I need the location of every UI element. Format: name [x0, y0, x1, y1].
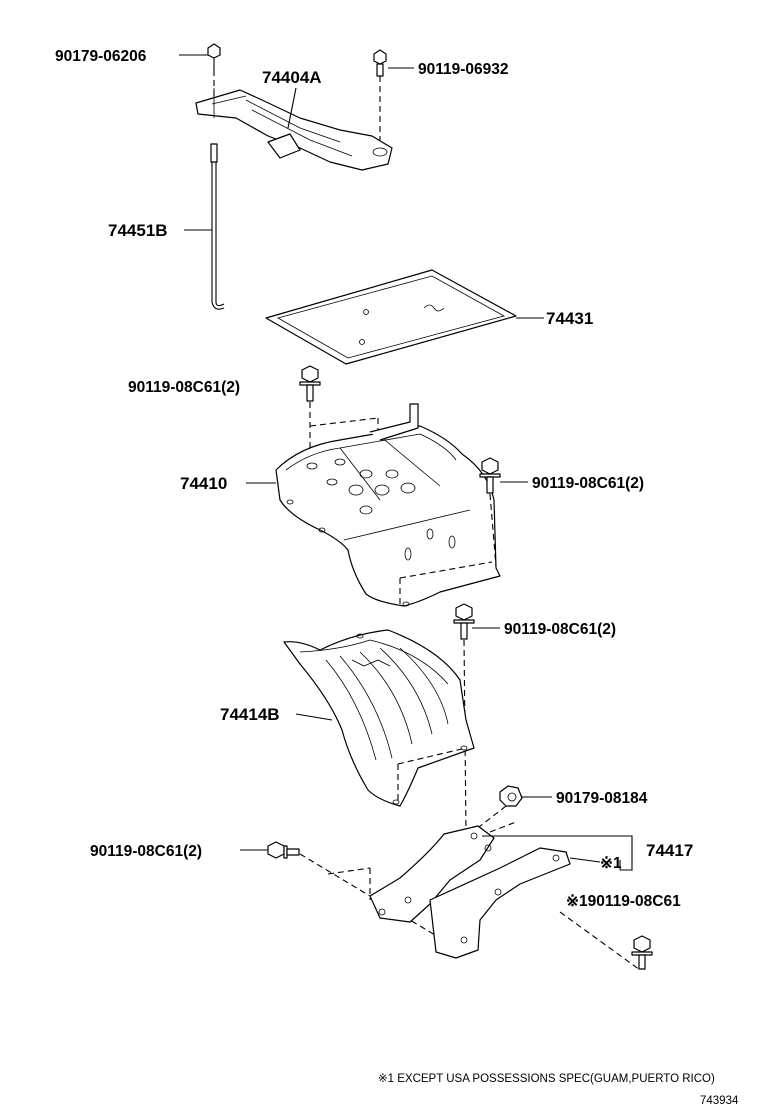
footnote: ※1 EXCEPT USA POSSESSIONS SPEC(GUAM,PUER… — [378, 1073, 715, 1085]
bolt-90119-06932 — [373, 49, 387, 140]
label-rod: 74451B — [108, 221, 168, 240]
label-callout-mark: ※1 — [600, 855, 622, 872]
label-bolt-tray-right: 90119-08C61(2) — [532, 475, 644, 492]
bracket-74404A — [195, 88, 393, 171]
bolt-lower-right — [559, 911, 653, 971]
diagram-id: 743934 — [700, 1095, 739, 1107]
label-nut: 90179-08184 — [556, 790, 648, 807]
tray-74410 — [275, 403, 501, 607]
bolt-tray-left — [299, 365, 379, 460]
label-lower-bracket: 74417 — [646, 841, 693, 860]
label-bolt-mid: 90119-08C61(2) — [504, 621, 616, 638]
insulator-74414B — [283, 629, 475, 807]
label-tray-pad: 74431 — [546, 309, 593, 328]
bolt-mid — [453, 603, 475, 833]
label-bolt-tray-left: 90119-08C61(2) — [128, 379, 240, 396]
label-bolt-lower-left: 90119-08C61(2) — [90, 843, 202, 860]
lower-bracket-74417 — [327, 825, 571, 959]
label-insulator: 74414B — [220, 705, 280, 724]
label-tray: 74410 — [180, 474, 227, 493]
bolt-tray-right — [479, 457, 501, 567]
label-bolt-top-left: 90179-06206 — [55, 48, 147, 65]
label-bracket-top: 74404A — [262, 68, 322, 87]
rod-74451B — [210, 143, 225, 310]
label-bolt-top-right: 90119-06932 — [418, 61, 509, 78]
label-bolt-lower-right: ※190119-08C61 — [566, 893, 681, 910]
nut-90179-08184 — [469, 785, 523, 835]
pad-74431 — [265, 269, 517, 365]
